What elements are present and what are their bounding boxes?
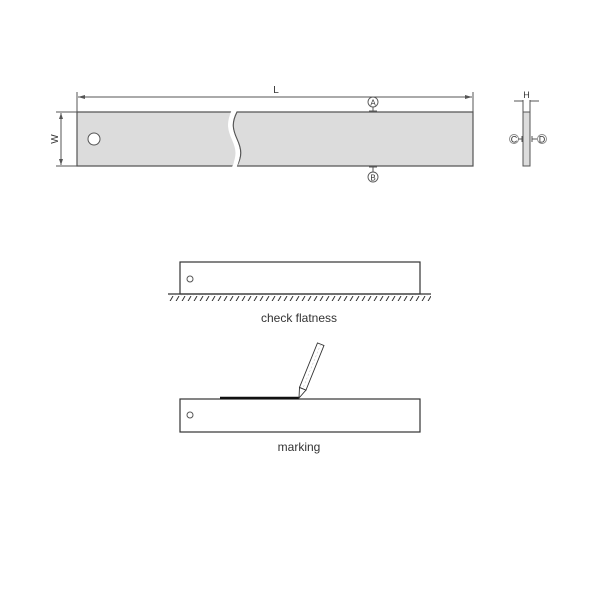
arrow-left-icon [78, 95, 85, 99]
arrow-down-icon [59, 159, 63, 165]
flatness-caption: check flatness [261, 311, 337, 325]
point-b-marker: B [367, 166, 379, 183]
arrow-up-icon [59, 113, 63, 119]
side-view: H C D [509, 90, 547, 167]
hanging-hole-icon [186, 411, 194, 419]
ruler-for-marking [179, 398, 421, 433]
flatness-view: check flatness [168, 261, 431, 325]
length-label: L [273, 85, 279, 96]
point-a-label: A [370, 99, 376, 108]
arrow-right-icon [465, 95, 472, 99]
ruler-bar-right-segment [232, 111, 474, 167]
point-a-marker: A [367, 96, 379, 112]
break-line [228, 109, 238, 169]
point-c-marker: C [509, 134, 523, 145]
hanging-hole-icon [87, 132, 101, 146]
point-b-label: B [370, 174, 375, 183]
point-d-label: D [539, 135, 546, 145]
ruler-on-surface [179, 261, 421, 295]
marking-caption: marking [278, 440, 321, 454]
point-c-label: C [511, 135, 518, 145]
point-d-marker: D [531, 134, 547, 145]
thickness-label: H [523, 90, 530, 100]
width-dimension: W [50, 111, 77, 167]
hanging-hole-icon [186, 275, 194, 283]
top-view: L W A B [50, 85, 474, 183]
width-label: W [50, 134, 61, 144]
ruler-side-profile [522, 111, 531, 167]
pencil-icon [298, 342, 325, 400]
ruler-bar-left-segment [76, 111, 238, 167]
hatched-ground-icon [168, 295, 431, 301]
marking-view: marking [179, 342, 421, 454]
